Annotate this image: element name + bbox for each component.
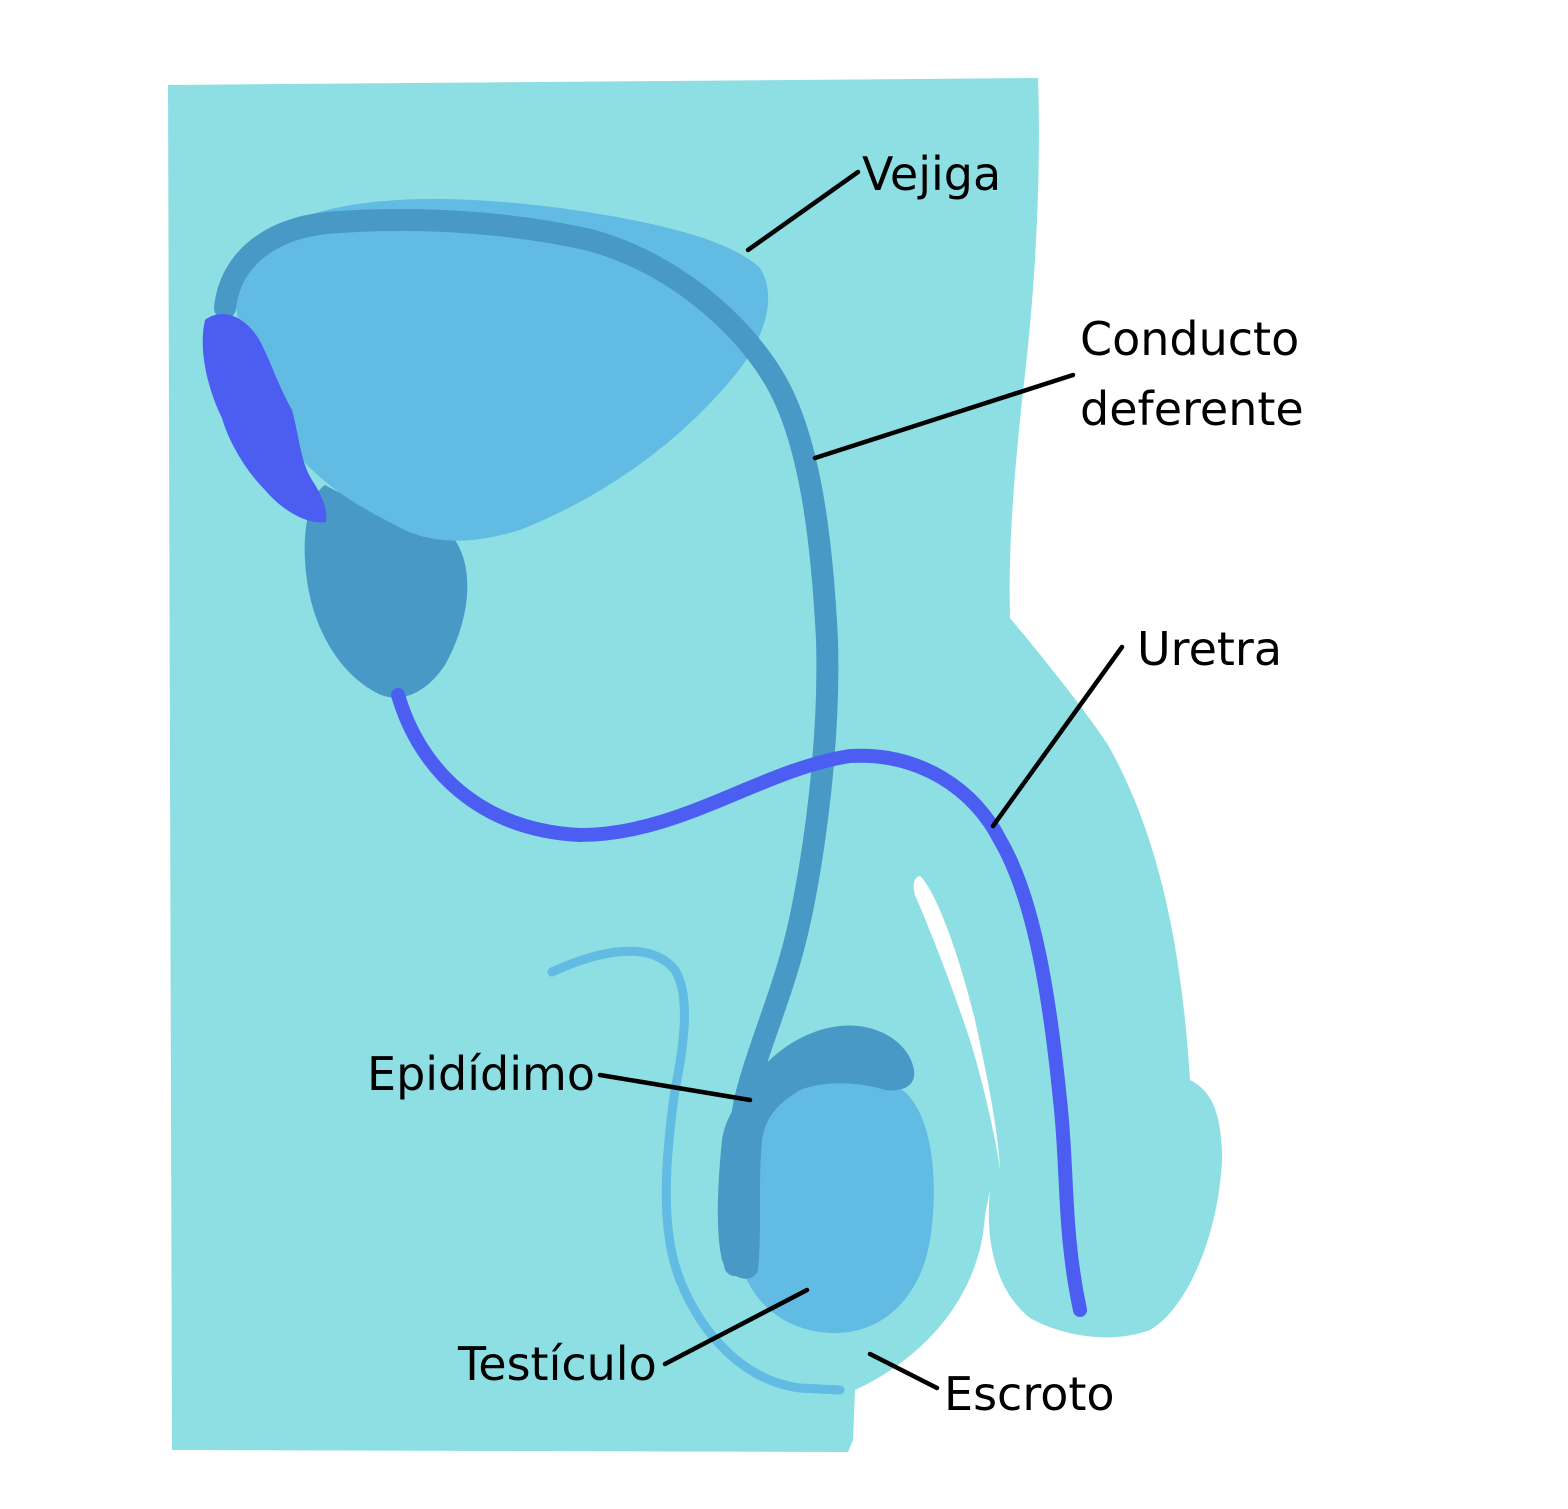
bladder [235,198,769,541]
label-bladder: Vejiga [862,147,1001,201]
testicle-leader-line [662,1287,810,1367]
vas-deferens-leader-line [812,372,1076,461]
label-epididymis: Epidídimo [367,1047,595,1101]
testicle [736,1075,934,1334]
vas-deferens [214,209,839,1276]
label-vas-deferens-line1: Conducto [1080,312,1299,366]
scrotum-leader-line [867,1351,940,1391]
epididymis [717,1025,915,1279]
bladder-neck [202,314,327,523]
label-vas-deferens-line2: deferente [1080,382,1304,436]
urethra [391,688,1087,1317]
body-gap [913,876,1000,1170]
label-scrotum: Escroto [944,1367,1115,1421]
bladder-leader-line [745,169,861,253]
label-urethra: Uretra [1137,622,1282,676]
label-testicle: Testículo [457,1337,657,1391]
urethra-leader-line [990,644,1125,829]
epididymis-leader-line [597,1072,753,1103]
prostate [304,485,468,698]
